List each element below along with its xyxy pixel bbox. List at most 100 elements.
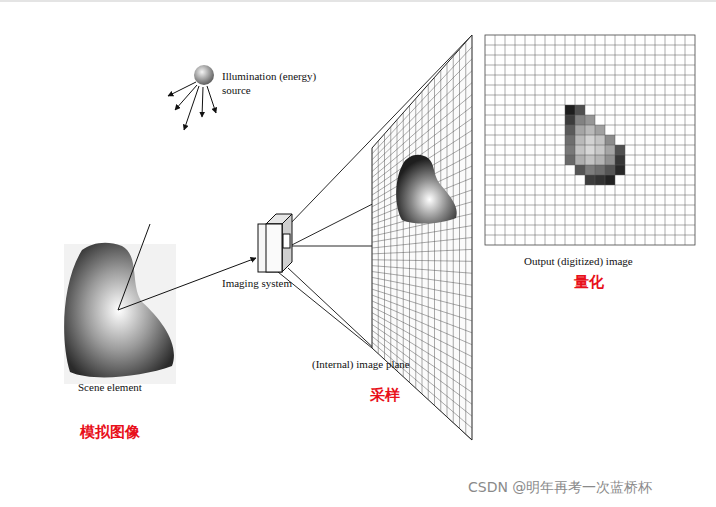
grid-line [372,307,472,357]
pixel [565,155,575,165]
grid-line [555,35,556,245]
pixel [585,155,595,165]
grid-line [665,35,666,245]
light-rays [168,82,216,130]
pixel [565,125,575,135]
pixel [615,155,625,165]
grid-line [485,75,695,76]
pixel [585,115,595,125]
grid-line [625,35,626,245]
output-image [485,35,695,245]
output-grid [485,35,695,245]
grid-line [372,295,472,333]
grid-line [485,55,695,56]
grid-line [585,35,586,245]
grid-line [485,195,695,196]
pixel [575,105,585,115]
grid-line [655,35,656,245]
pixel [615,165,625,175]
grid-line [372,238,472,249]
image-plane-label: (Internal) image plane [312,358,410,372]
pixel [575,125,585,135]
grid-line [485,85,695,86]
grid-line [515,35,516,245]
grid-line [675,35,676,245]
grid-line [372,47,472,154]
grid-line [485,175,695,176]
pixel [595,175,605,185]
pixel [565,145,575,155]
pixel [605,165,615,175]
pixel [605,175,615,185]
pixel [595,125,605,135]
grid-line [372,272,472,286]
analog-image-label: 模拟图像 [80,423,140,442]
grid-line [485,225,695,226]
grid-line [645,35,646,245]
pixel [585,145,595,155]
projected-blob [396,155,457,224]
pixel [565,135,575,145]
pixel [605,155,615,165]
quantization-label: 量化 [574,273,604,292]
grid-line [485,235,695,236]
grid-line [372,289,472,321]
grid-line [372,249,472,253]
pixel [585,165,595,175]
sampling-label: 采样 [370,386,400,405]
grid-line [575,35,576,245]
grid-line [685,35,686,245]
grid-line [525,35,526,245]
grid-line [485,155,695,156]
grid-line [565,35,566,245]
grid-line [615,35,616,245]
pixel [575,155,585,165]
grid-line [372,301,472,345]
pixel [605,135,615,145]
illumination-label: Illumination (energy) source [222,70,330,98]
grid-line [595,35,596,245]
pixel [595,135,605,145]
grid-line [372,342,472,428]
light-source [194,65,214,85]
grid-line [535,35,536,245]
grid-line [505,35,506,245]
pixel [565,115,575,125]
grid-line [605,35,606,245]
grid-line [635,35,636,245]
top-rule [0,0,716,2]
grid-line [372,319,472,381]
pixel [575,165,585,175]
grid-line [485,215,695,216]
pixel [575,115,585,125]
pixel [565,105,575,115]
output-image-label: Output (digitized) image [524,255,633,269]
imaging-system-box [258,214,292,272]
grid-line [485,105,695,106]
image-plane [372,35,472,440]
grid-line [485,115,695,116]
grid-line [485,165,695,166]
grid-line [485,135,695,136]
pixel [595,155,605,165]
image-plane-grid [372,42,472,434]
incident-ray [118,224,150,310]
grid-line [545,35,546,245]
pixel [615,145,625,155]
grid-line [372,336,472,416]
grid-line [485,145,695,146]
grid-line [372,266,472,274]
pixel [575,145,585,155]
pixel [605,145,615,155]
grid-line [485,65,695,66]
grid-line [495,35,496,245]
pixel [595,165,605,175]
watermark: CSDN @明年再考一次蓝桥杯 [468,479,652,497]
grid-line [485,125,695,126]
grid-line [485,95,695,96]
imaging-system-label: Imaging system [222,277,292,291]
pixel [595,145,605,155]
grid-line [485,205,695,206]
grid-line [372,226,472,243]
